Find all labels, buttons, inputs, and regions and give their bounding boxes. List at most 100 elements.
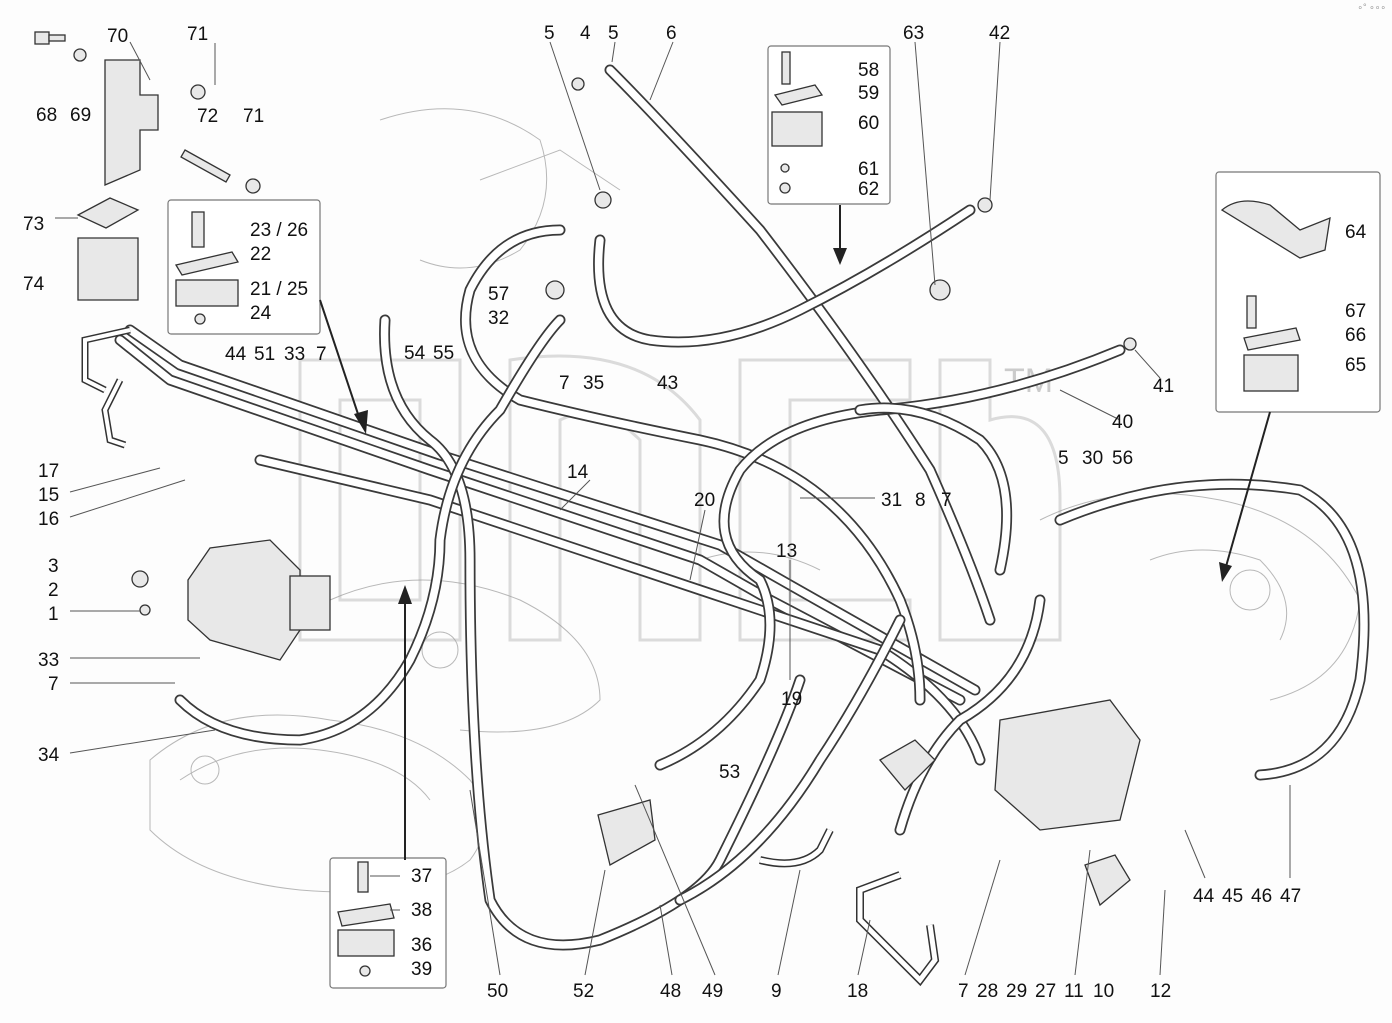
hoses bbox=[114, 64, 1370, 951]
valve-block-52 bbox=[597, 799, 656, 866]
label-38: 38 bbox=[411, 900, 432, 921]
label-34: 34 bbox=[38, 745, 60, 766]
label-61: 61 bbox=[858, 159, 879, 180]
label-7-bottom: 7 bbox=[958, 981, 969, 1002]
nut-39 bbox=[359, 965, 371, 977]
label-66: 66 bbox=[1345, 325, 1366, 346]
label-44-bottom: 44 bbox=[1193, 886, 1215, 907]
label-51: 51 bbox=[254, 344, 275, 365]
label-17: 17 bbox=[38, 461, 59, 482]
label-45: 45 bbox=[1222, 886, 1243, 907]
plate-66 bbox=[1243, 327, 1301, 351]
label-60: 60 bbox=[858, 113, 879, 134]
main-valve-assembly bbox=[994, 699, 1141, 831]
label-44-top: 44 bbox=[225, 344, 247, 365]
label-46: 46 bbox=[1251, 886, 1272, 907]
label-72: 72 bbox=[197, 106, 218, 127]
part-number-labels: 70 71 68 69 72 71 73 74 23 / 26 22 21 / … bbox=[23, 23, 1367, 1002]
bolt-67 bbox=[1246, 295, 1257, 329]
label-42: 42 bbox=[989, 23, 1010, 44]
label-58: 58 bbox=[858, 60, 879, 81]
label-8: 8 bbox=[915, 490, 926, 511]
leader-lines bbox=[55, 41, 1291, 976]
label-6: 6 bbox=[666, 23, 677, 44]
label-5-right: 5 bbox=[1058, 448, 1069, 469]
label-3: 3 bbox=[48, 556, 59, 577]
label-5-top-b: 5 bbox=[608, 23, 619, 44]
label-55: 55 bbox=[433, 343, 454, 364]
elbow-3 bbox=[131, 570, 149, 588]
label-27: 27 bbox=[1035, 981, 1056, 1002]
label-35: 35 bbox=[583, 373, 604, 394]
label-56: 56 bbox=[1112, 448, 1133, 469]
label-74: 74 bbox=[23, 274, 45, 295]
label-1: 1 bbox=[48, 604, 59, 625]
stud-72 bbox=[180, 149, 231, 183]
clamp-inset-box-top bbox=[767, 45, 891, 205]
bracket-plate-70 bbox=[104, 59, 159, 186]
label-12: 12 bbox=[1150, 981, 1171, 1002]
label-64: 64 bbox=[1345, 222, 1367, 243]
label-29: 29 bbox=[1006, 981, 1027, 1002]
clamp-block-74 bbox=[77, 237, 139, 301]
label-37: 37 bbox=[411, 866, 432, 887]
label-20: 20 bbox=[694, 490, 715, 511]
label-24: 24 bbox=[250, 303, 272, 324]
washer-61 bbox=[780, 163, 790, 173]
label-22: 22 bbox=[250, 244, 271, 265]
label-43: 43 bbox=[657, 373, 678, 394]
clamp-36 bbox=[337, 929, 395, 957]
label-23-26: 23 / 26 bbox=[250, 220, 308, 241]
bolt-58 bbox=[781, 51, 791, 85]
label-71-top: 71 bbox=[187, 24, 208, 45]
label-70: 70 bbox=[107, 26, 128, 47]
label-7-top-left: 7 bbox=[316, 344, 327, 365]
clamp-21 bbox=[175, 279, 239, 307]
label-30: 30 bbox=[1082, 448, 1103, 469]
label-21-25: 21 / 25 bbox=[250, 279, 308, 300]
bolt-shank-68 bbox=[48, 34, 66, 42]
hose-clip-63 bbox=[929, 279, 951, 301]
label-54: 54 bbox=[404, 343, 426, 364]
label-49: 49 bbox=[702, 981, 723, 1002]
nut-62 bbox=[779, 182, 791, 194]
corner-mark: ∘° ∘∘∘ bbox=[1357, 2, 1386, 12]
label-65: 65 bbox=[1345, 355, 1366, 376]
pump-motor-body bbox=[187, 539, 301, 661]
label-62: 62 bbox=[858, 179, 879, 200]
label-19: 19 bbox=[781, 689, 802, 710]
label-4: 4 bbox=[580, 23, 591, 44]
label-7-left: 7 bbox=[48, 674, 59, 695]
label-50: 50 bbox=[487, 981, 508, 1002]
nut-71-bottom bbox=[245, 178, 261, 194]
clamp-half-44 bbox=[879, 739, 936, 791]
elbow-32 bbox=[545, 280, 565, 300]
label-15: 15 bbox=[38, 485, 59, 506]
fitting-41 bbox=[1123, 337, 1137, 351]
washer-69 bbox=[73, 48, 87, 62]
label-33-top: 33 bbox=[284, 344, 305, 365]
label-47: 47 bbox=[1280, 886, 1301, 907]
label-16: 16 bbox=[38, 509, 59, 530]
fitting-42 bbox=[977, 197, 993, 213]
label-28: 28 bbox=[977, 981, 998, 1002]
label-5-top-a: 5 bbox=[544, 23, 555, 44]
label-9: 9 bbox=[771, 981, 782, 1002]
label-33-left: 33 bbox=[38, 650, 59, 671]
label-10: 10 bbox=[1093, 981, 1114, 1002]
label-41: 41 bbox=[1153, 376, 1174, 397]
label-53: 53 bbox=[719, 762, 740, 783]
clamp-60 bbox=[771, 111, 823, 147]
plate-22 bbox=[174, 251, 240, 276]
bracket-64 bbox=[1220, 200, 1331, 259]
pump-flange bbox=[289, 575, 331, 631]
bolt-37 bbox=[357, 861, 369, 893]
bolt-23 bbox=[191, 211, 205, 248]
label-31: 31 bbox=[881, 490, 902, 511]
label-52: 52 bbox=[573, 981, 594, 1002]
clamp-half-10 bbox=[1084, 854, 1131, 907]
label-67: 67 bbox=[1345, 301, 1366, 322]
label-57: 57 bbox=[488, 284, 509, 305]
